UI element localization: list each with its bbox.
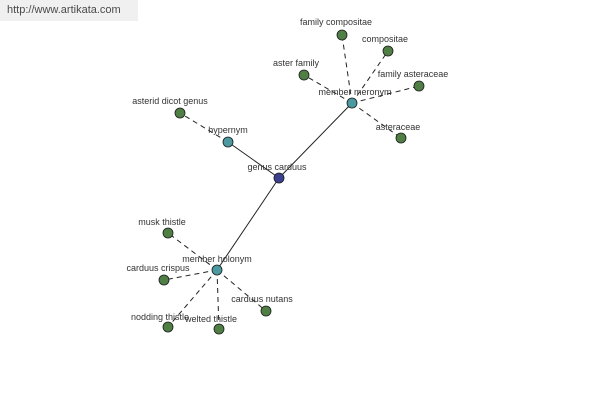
edge-member-meronym-aster-family	[303, 74, 353, 104]
site-url-link[interactable]: http://www.artikata.com	[0, 0, 138, 21]
edge-member-holonym-carduus-nutans	[216, 269, 267, 312]
relation-label-hypernym[interactable]: hypernym	[208, 125, 248, 135]
leaf-label-carduus-crispus[interactable]: carduus crispus	[126, 263, 190, 273]
edge-member-meronym-compositae	[351, 50, 389, 104]
edge-member-holonym-welted-thistle	[216, 269, 220, 330]
edge-root-member-holonym	[216, 177, 280, 271]
relation-label-member-holonym[interactable]: member holonym	[182, 254, 252, 264]
leaf-node-family-compositae[interactable]	[336, 29, 348, 41]
leaf-node-carduus-crispus[interactable]	[158, 274, 170, 286]
graph-nodes	[158, 29, 425, 335]
leaf-label-family-asteraceae[interactable]: family asteraceae	[378, 69, 449, 79]
leaf-node-musk-thistle[interactable]	[162, 227, 174, 239]
edge-member-holonym-musk-thistle	[167, 232, 218, 271]
root-label[interactable]: genus carduus	[247, 162, 307, 172]
root-node-genus-carduus[interactable]	[273, 172, 285, 184]
leaf-label-compositae[interactable]: compositae	[362, 34, 408, 44]
leaf-label-aster-family[interactable]: aster family	[273, 58, 320, 68]
graph-edges	[163, 34, 420, 330]
leaf-node-nodding-thistle[interactable]	[162, 321, 174, 333]
leaf-node-carduus-nutans[interactable]	[260, 305, 272, 317]
edge-member-meronym-asteraceae	[351, 102, 402, 139]
relation-node-hypernym[interactable]	[222, 136, 234, 148]
leaf-label-family-compositae[interactable]: family compositae	[300, 17, 372, 27]
edge-member-meronym-family-asteraceae	[351, 85, 420, 104]
relation-label-member-meronym[interactable]: member meronym	[318, 87, 391, 97]
edge-root-hypernym	[227, 141, 280, 179]
leaf-label-carduus-nutans[interactable]: carduus nutans	[231, 294, 293, 304]
leaf-label-welted-thistle[interactable]: welted thistle	[184, 314, 237, 324]
leaf-label-musk-thistle[interactable]: musk thistle	[138, 217, 186, 227]
relation-node-member-meronym[interactable]	[346, 97, 358, 109]
leaf-node-asteraceae[interactable]	[395, 132, 407, 144]
leaf-label-nodding-thistle[interactable]: nodding thistle	[131, 312, 189, 322]
relation-node-member-holonym[interactable]	[211, 264, 223, 276]
leaf-node-welted-thistle[interactable]	[213, 323, 225, 335]
leaf-node-compositae[interactable]	[382, 45, 394, 57]
leaf-node-family-asteraceae[interactable]	[413, 80, 425, 92]
edge-hypernym-asterid-dicot-genus	[179, 112, 229, 143]
edge-member-meronym-family-compositae	[341, 34, 353, 104]
edge-member-holonym-nodding-thistle	[167, 269, 218, 328]
graph-labels: genus carduus hypernym asterid dicot genus…	[126, 17, 448, 324]
edge-root-member-meronym	[278, 102, 353, 179]
leaf-node-aster-family[interactable]	[298, 69, 310, 81]
leaf-node-asterid-dicot-genus[interactable]	[174, 107, 186, 119]
leaf-label-asterid-dicot-genus[interactable]: asterid dicot genus	[132, 96, 208, 106]
leaf-label-asteraceae[interactable]: asteraceae	[376, 122, 421, 132]
